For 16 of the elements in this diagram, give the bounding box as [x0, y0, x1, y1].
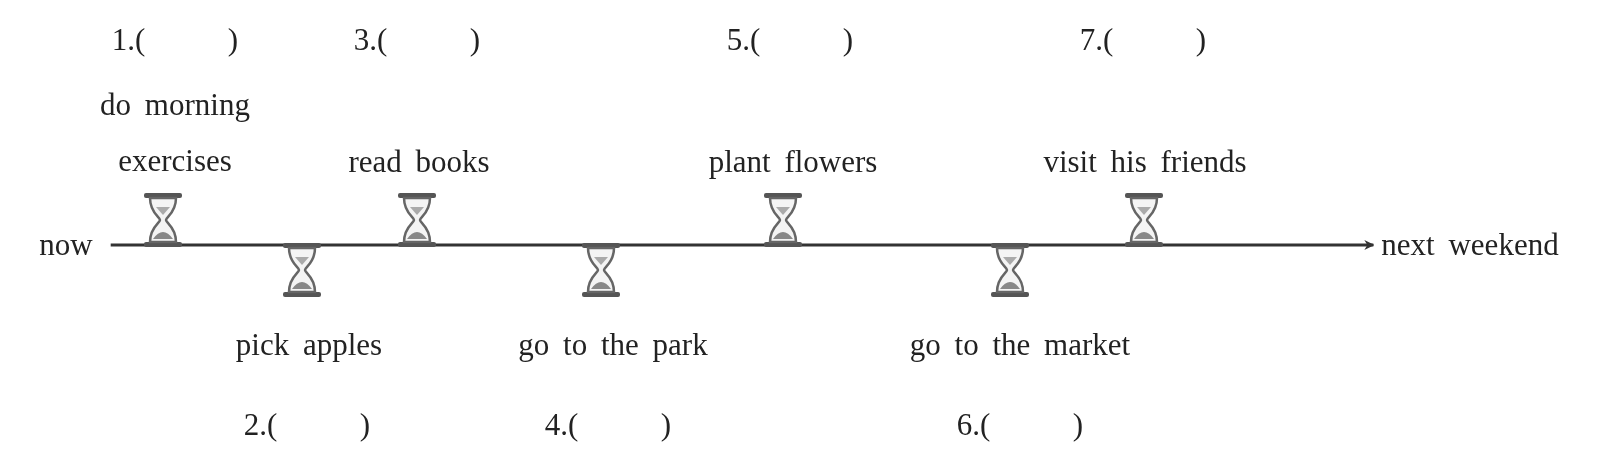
activity-label: do morning exercises: [99, 86, 251, 180]
activity-label: plant flowers: [708, 143, 878, 182]
activity-label: go to the park: [518, 326, 708, 365]
number-label: 7.( ): [1079, 21, 1207, 60]
number-label: 5.( ): [726, 21, 854, 60]
activity-label: go to the market: [909, 326, 1131, 365]
number-label: 4.( ): [544, 406, 672, 445]
number-label: 1.( ): [111, 21, 239, 60]
activity-label: read books: [348, 143, 490, 182]
activity-label: pick apples: [235, 326, 383, 365]
timeline-end-label: now: [39, 217, 93, 273]
timeline-end-label: next weekend: [1381, 217, 1559, 273]
number-label: 3.( ): [353, 21, 481, 60]
number-label: 6.( ): [956, 406, 1084, 445]
number-label: 2.( ): [243, 406, 371, 445]
activity-label: visit his friends: [1043, 143, 1247, 182]
